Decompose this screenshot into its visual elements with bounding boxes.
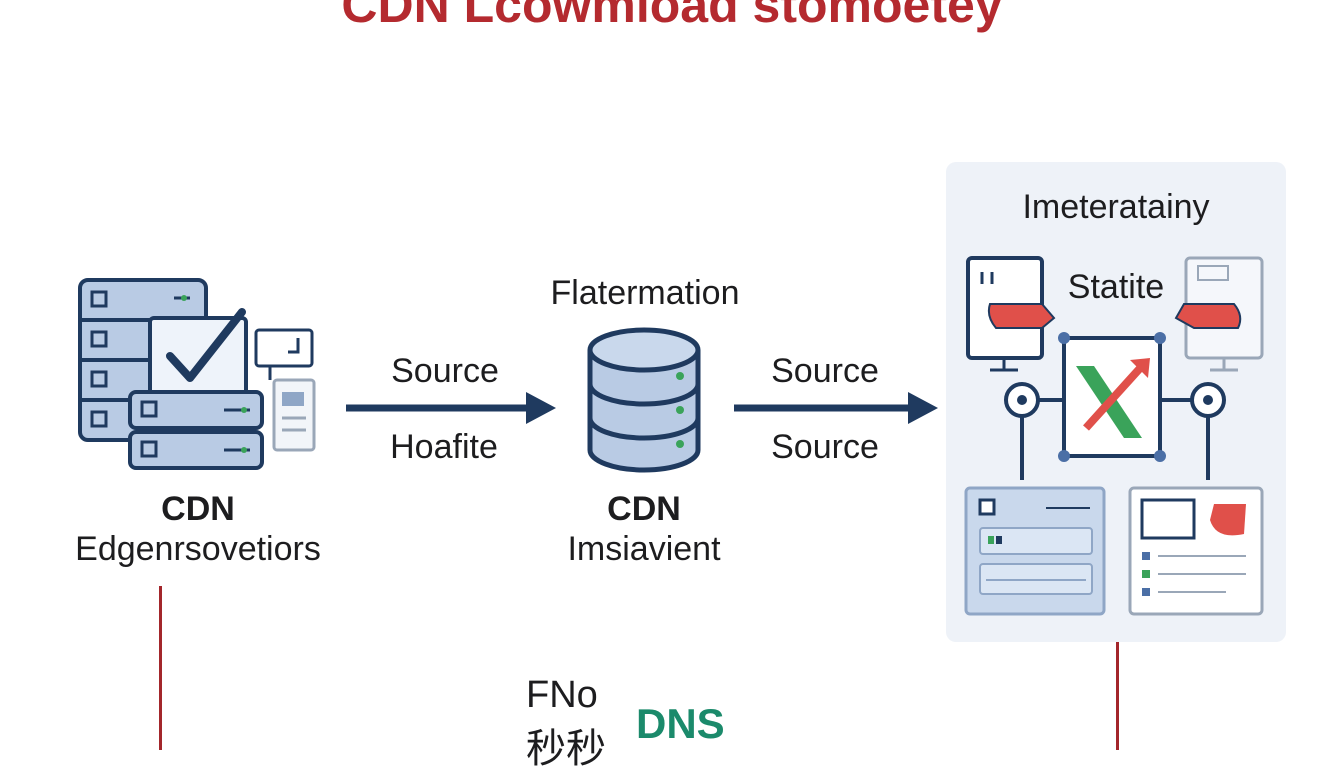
document-icon — [272, 378, 316, 452]
left-node-title: CDN — [161, 490, 235, 528]
arrow-right-top-label: Source — [771, 352, 879, 390]
panel-title: Imeteratainy — [1022, 188, 1210, 226]
arrow-left-icon — [346, 392, 556, 424]
server-unit-icon — [128, 390, 264, 470]
bottom-cjk-label: 秒秒 — [526, 726, 606, 772]
settings-card-icon — [964, 486, 1106, 616]
dns-label: DNS — [636, 700, 725, 747]
bottom-fno-label: FNo — [526, 674, 598, 716]
arrow-right-bottom-label: Source — [771, 428, 879, 466]
checkmark-icon — [166, 308, 246, 382]
arrow-right-icon — [734, 392, 938, 424]
network-graphic — [964, 256, 1264, 616]
message-icon — [254, 328, 314, 380]
diagram-title: CDN Lcowmload stomoetey — [341, 0, 1003, 33]
middle-node-subtitle: Imsiavient — [567, 530, 721, 568]
panel-subtitle: Statite — [1067, 268, 1165, 306]
arrow-left-top-label: Source — [391, 352, 499, 390]
hub-icon — [1058, 332, 1166, 462]
server-cluster-icon — [78, 278, 316, 470]
monitor-icon — [966, 256, 1056, 372]
report-card-icon — [1128, 486, 1264, 616]
middle-node-top-label: Flatermation — [550, 274, 740, 312]
arrow-left-bottom-label: Hoafite — [390, 428, 498, 466]
database-icon — [587, 327, 701, 473]
right-connector-line — [1116, 642, 1119, 750]
middle-node-title: CDN — [607, 490, 681, 528]
left-node-subtitle: Edgenrsovetiors — [75, 530, 321, 568]
monitor-icon — [1174, 256, 1264, 372]
left-connector-line — [159, 586, 162, 750]
